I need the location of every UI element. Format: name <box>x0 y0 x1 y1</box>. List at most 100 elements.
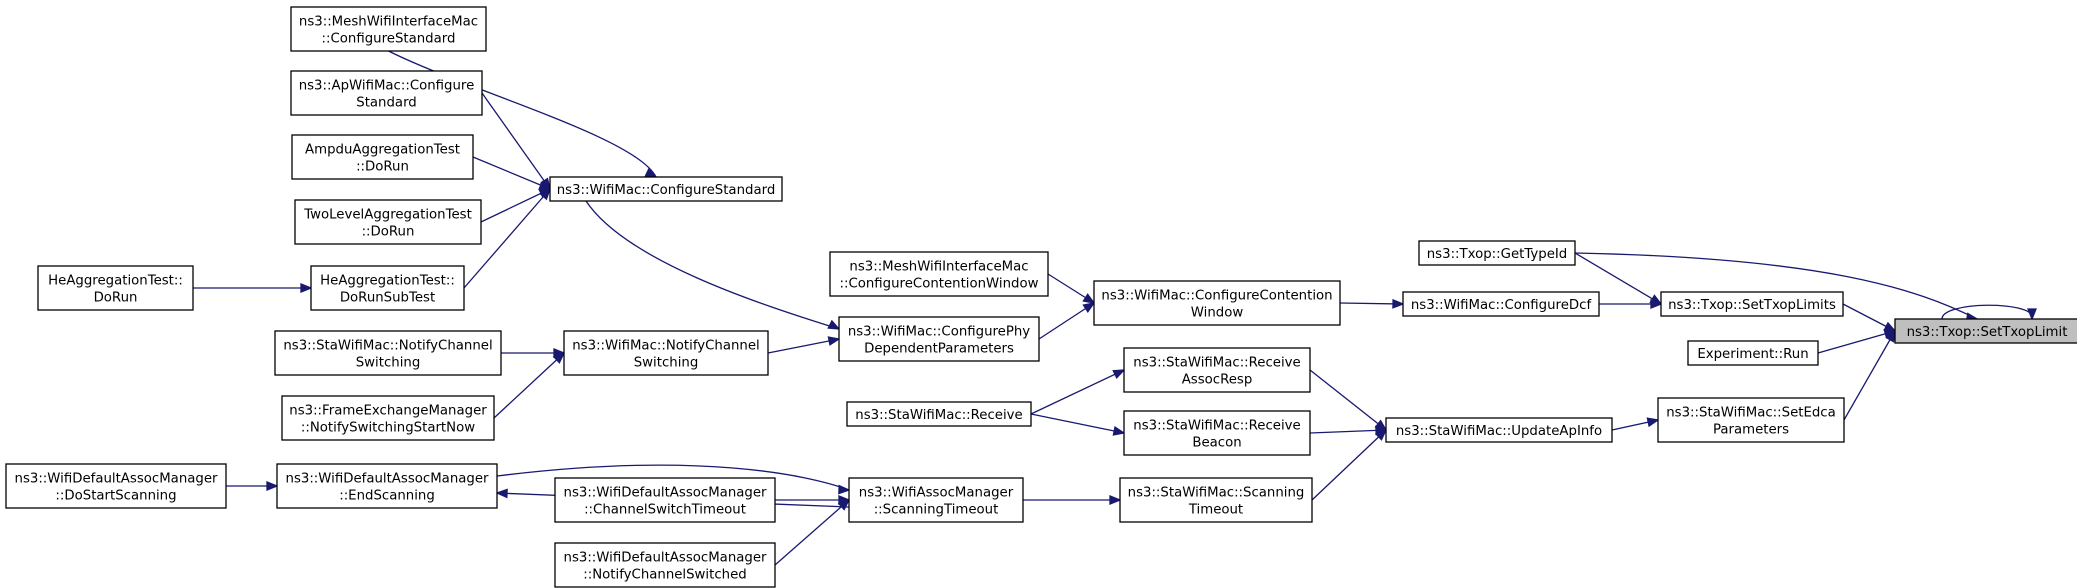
node-channel-switch-timeout[interactable]: ns3::WifiDefaultAssocManager::ChannelSwi… <box>554 477 776 523</box>
node-label: ns3::FrameExchangeManager <box>289 404 487 419</box>
node-label: ns3::StaWifiMac::Receive <box>855 408 1022 423</box>
node-box <box>554 477 776 523</box>
node-label: ns3::StaWifiMac::Scanning <box>1128 486 1305 501</box>
node-label: ns3::WifiMac::ConfigureStandard <box>557 183 776 198</box>
node-he-dorun[interactable]: HeAggregationTest::DoRun <box>37 265 194 311</box>
node-scanning-timeout-sta[interactable]: ns3::StaWifiMac::ScanningTimeout <box>1119 477 1313 523</box>
edge-arrow-line <box>1030 413 1125 434</box>
node-experiment-run[interactable]: Experiment::Run <box>1687 340 1819 366</box>
node-update-ap[interactable]: ns3::StaWifiMac::UpdateApInfo <box>1385 417 1613 443</box>
node-box <box>276 463 498 509</box>
node-label: ns3::WifiMac::ConfigureContention <box>1101 289 1332 304</box>
node-label: ::NotifyChannelSwitched <box>583 568 746 583</box>
node-box <box>5 463 227 509</box>
node-label: ns3::WifiAssocManager <box>859 486 1014 501</box>
node-label: ns3::WifiDefaultAssocManager <box>286 472 489 487</box>
node-box <box>1385 417 1613 443</box>
edges <box>193 50 2037 566</box>
edge-arrowhead <box>300 283 313 293</box>
node-label: DoRunSubTest <box>340 291 435 306</box>
node-label: Switching <box>634 356 699 371</box>
node-configure-standard[interactable]: ns3::WifiMac::ConfigureStandard <box>549 176 783 202</box>
node-box <box>290 6 487 52</box>
edge-arrow-line <box>1309 429 1387 434</box>
node-box <box>310 265 465 311</box>
edge-arrow-line <box>1311 429 1387 501</box>
node-label: ns3::MeshWifiInterfaceMac <box>849 260 1028 275</box>
edge-arrow-line <box>774 499 850 566</box>
node-ampdu-test[interactable]: AmpduAggregationTest::DoRun <box>291 134 474 180</box>
node-configure-dcf[interactable]: ns3::WifiMac::ConfigureDcf <box>1402 291 1600 317</box>
node-box <box>290 70 483 116</box>
edge-arrowhead <box>1885 329 1896 343</box>
node-label: ::ChannelSwitchTimeout <box>584 503 746 518</box>
edge-arrow-line <box>1038 302 1095 340</box>
node-box <box>829 251 1049 297</box>
node-label: ns3::StaWifiMac::UpdateApInfo <box>1396 424 1602 439</box>
edge-arrow-line <box>767 338 840 354</box>
edge-arrowhead <box>552 351 566 364</box>
node-label: AssocResp <box>1182 373 1253 388</box>
node-root[interactable]: ns3::Txop::SetTxopLimit <box>1894 318 2077 344</box>
edge-arrowhead <box>827 319 841 330</box>
node-label: ::DoRun <box>356 160 409 175</box>
node-label: HeAggregationTest:: <box>320 274 455 289</box>
node-label: ns3::StaWifiMac::Receive <box>1133 356 1300 371</box>
node-default-start-scanning[interactable]: ns3::WifiDefaultAssocManager::DoStartSca… <box>5 463 227 509</box>
node-label: ::ScanningTimeout <box>874 503 999 518</box>
node-get-type-id[interactable]: ns3::Txop::GetTypeId <box>1418 240 1576 266</box>
edge-arrow-line <box>1574 252 1662 305</box>
edge-arrow-line <box>493 352 565 419</box>
node-twolevel-test[interactable]: TwoLevelAggregationTest::DoRun <box>294 199 482 245</box>
node-mesh-standard[interactable]: ns3::MeshWifiInterfaceMac::ConfigureStan… <box>290 6 487 52</box>
node-label: ns3::WifiDefaultAssocManager <box>564 551 767 566</box>
node-box <box>1123 410 1311 456</box>
edge-arrow-line <box>585 200 840 330</box>
node-label: DependentParameters <box>864 342 1014 357</box>
edge-arrowhead <box>1374 428 1388 441</box>
node-label: ns3::WifiDefaultAssocManager <box>15 472 218 487</box>
edge-arrow-line <box>1574 252 1978 320</box>
node-notify-channel-switched[interactable]: ns3::WifiDefaultAssocManager::NotifyChan… <box>554 542 776 588</box>
node-mesh-contention[interactable]: ns3::MeshWifiInterfaceMac::ConfigureCont… <box>829 251 1049 297</box>
node-fem-notify[interactable]: ns3::FrameExchangeManager::NotifySwitchi… <box>281 395 495 441</box>
node-box <box>1093 280 1341 326</box>
node-assoc-scanning-timeout[interactable]: ns3::WifiAssocManager::ScanningTimeout <box>848 477 1024 523</box>
node-box <box>37 265 194 311</box>
edge-arrowhead <box>1109 495 1122 505</box>
node-set-txop-limits[interactable]: ns3::Txop::SetTxopLimits <box>1660 291 1844 317</box>
node-label: ns3::MeshWifiInterfaceMac <box>299 15 478 30</box>
node-he-subtest[interactable]: HeAggregationTest::DoRunSubTest <box>310 265 465 311</box>
node-label: ::NotifySwitchingStartNow <box>301 421 475 436</box>
node-ap-standard[interactable]: ns3::ApWifiMac::ConfigureStandard <box>290 70 483 116</box>
node-label: HeAggregationTest:: <box>48 274 183 289</box>
node-box <box>294 199 482 245</box>
node-label: ::ConfigureContentionWindow <box>840 277 1039 292</box>
node-label: Parameters <box>1713 423 1789 438</box>
node-configure-phy[interactable]: ns3::WifiMac::ConfigurePhyDependentParam… <box>838 316 1040 362</box>
nodes: ns3::Txop::SetTxopLimit ns3::Txop::GetTyp… <box>5 6 2077 588</box>
self-loop-arrowhead <box>2027 308 2037 321</box>
node-box <box>563 330 769 376</box>
node-label: ::DoStartScanning <box>55 489 176 504</box>
edge-arrow-line <box>1843 330 1896 421</box>
edge-arrowhead <box>644 167 658 178</box>
edge-arrowhead <box>1112 369 1126 380</box>
node-box <box>1894 318 2077 344</box>
edge-arrowhead <box>495 488 508 499</box>
edge-arrowhead <box>1646 417 1660 428</box>
node-default-end-scanning[interactable]: ns3::WifiDefaultAssocManager::EndScannin… <box>276 463 498 509</box>
edge-arrowhead <box>1112 426 1126 436</box>
node-box <box>281 395 495 441</box>
node-sta-receive[interactable]: ns3::StaWifiMac::Receive <box>846 401 1032 427</box>
node-box <box>549 176 783 202</box>
node-configure-contention[interactable]: ns3::WifiMac::ConfigureContentionWindow <box>1093 280 1341 326</box>
edge-arrowhead <box>266 481 279 491</box>
node-box <box>848 477 1024 523</box>
edge-arrow-line <box>496 464 850 491</box>
